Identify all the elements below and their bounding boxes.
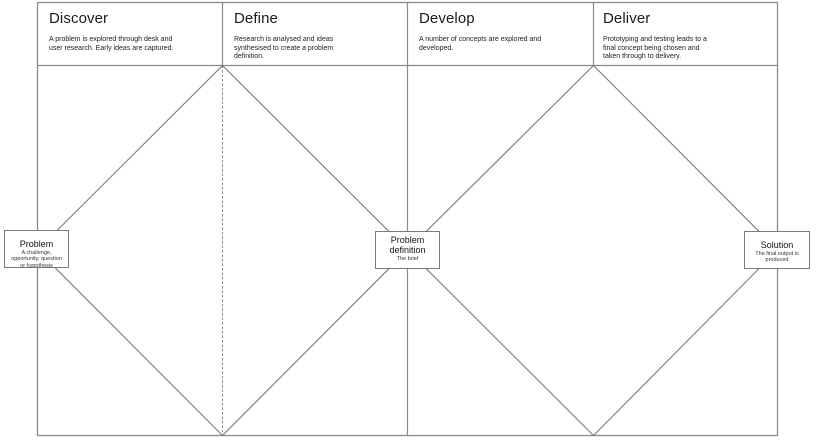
diamond-develop-deliver bbox=[406, 64, 779, 437]
phase-description: A problem is explored through desk and u… bbox=[49, 36, 174, 52]
node-title: Problem bbox=[19, 239, 54, 249]
phase-title: Define bbox=[234, 10, 278, 27]
phase-title: Deliver bbox=[603, 10, 651, 27]
phase-description: Research is analysed and ideas synthesis… bbox=[234, 36, 334, 61]
phase-discover: Discover A problem is explored through d… bbox=[49, 4, 224, 53]
phase-define: Define Research is analysed and ideas sy… bbox=[234, 4, 409, 62]
phase-title: Develop bbox=[419, 10, 475, 27]
node-problem-definition: Problem definition The brief bbox=[375, 231, 440, 269]
node-title: Solution bbox=[760, 240, 794, 250]
node-subtitle: The final output is produced bbox=[755, 251, 799, 264]
phase-deliver: Deliver Prototyping and testing leads to… bbox=[603, 4, 778, 62]
node-problem: Problem A challenge, opportunity, questi… bbox=[4, 230, 69, 269]
node-subtitle: The brief bbox=[396, 256, 419, 262]
phase-description: A number of concepts are explored and de… bbox=[419, 36, 542, 52]
node-subtitle: A challenge, opportunity, question or hy… bbox=[11, 250, 62, 269]
node-solution: Solution The final output is produced bbox=[744, 231, 810, 269]
node-title: Problem definition bbox=[389, 235, 426, 255]
phase-develop: Develop A number of concepts are explore… bbox=[419, 4, 594, 53]
phase-title: Discover bbox=[49, 10, 109, 27]
phase-description: Prototyping and testing leads to a final… bbox=[603, 36, 707, 61]
